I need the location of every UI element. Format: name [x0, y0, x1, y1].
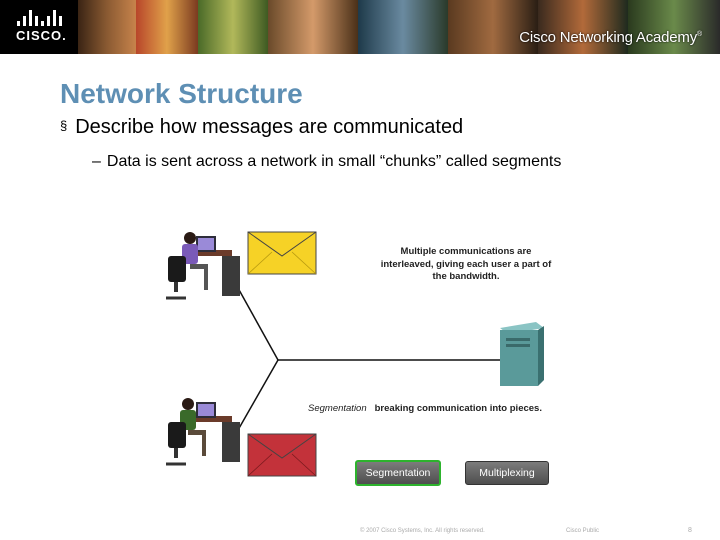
multiplexing-button[interactable]: Multiplexing — [465, 461, 549, 485]
server-icon — [500, 322, 544, 386]
envelope-red-icon — [247, 433, 317, 477]
bullet-text: Describe how messages are communicated — [75, 116, 464, 138]
network-illustration — [166, 231, 544, 477]
envelope-yellow-icon — [247, 231, 317, 275]
slide-title: Network Structure — [60, 78, 303, 109]
bullet-item: § Describe how messages are communicated — [60, 116, 463, 139]
segmentation-diagram: Multiple communications are interleaved,… — [160, 220, 580, 490]
cisco-logo-text: CISCO. — [16, 28, 67, 43]
cisco-logo: CISCO. — [0, 0, 78, 54]
header-photo-strip — [78, 0, 720, 54]
sub-bullet-item: –Data is sent across a network in small … — [92, 151, 612, 173]
academy-title: Cisco Networking Academy® — [519, 29, 702, 46]
cisco-bars-icon — [17, 10, 63, 26]
sub-bullet-text: Data is sent across a network in small “… — [106, 153, 562, 170]
network-lines — [237, 287, 500, 431]
footer-classification: Cisco Public — [566, 528, 600, 534]
trademark: ® — [697, 31, 702, 38]
header-banner: CISCO. Cisco Networking Academy® — [0, 0, 720, 54]
page-number: 8 — [688, 527, 692, 534]
segmentation-button[interactable]: Segmentation — [355, 460, 441, 486]
multiplexing-caption: Multiple communications are interleaved,… — [380, 246, 552, 282]
segmentation-meaning: breaking communication into pieces. — [374, 403, 542, 414]
footer-copyright: © 2007 Cisco Systems, Inc. All rights re… — [360, 528, 485, 534]
segmentation-term: Segmentation — [308, 403, 367, 414]
sub-bullet-dash: – — [92, 153, 101, 170]
user-top-icon — [166, 232, 240, 300]
academy-text: Cisco Networking Academy — [519, 29, 698, 46]
bullet-mark: § — [60, 118, 68, 133]
segmentation-definition: Segmentation breaking communication into … — [308, 403, 568, 414]
user-bottom-icon — [166, 398, 240, 466]
